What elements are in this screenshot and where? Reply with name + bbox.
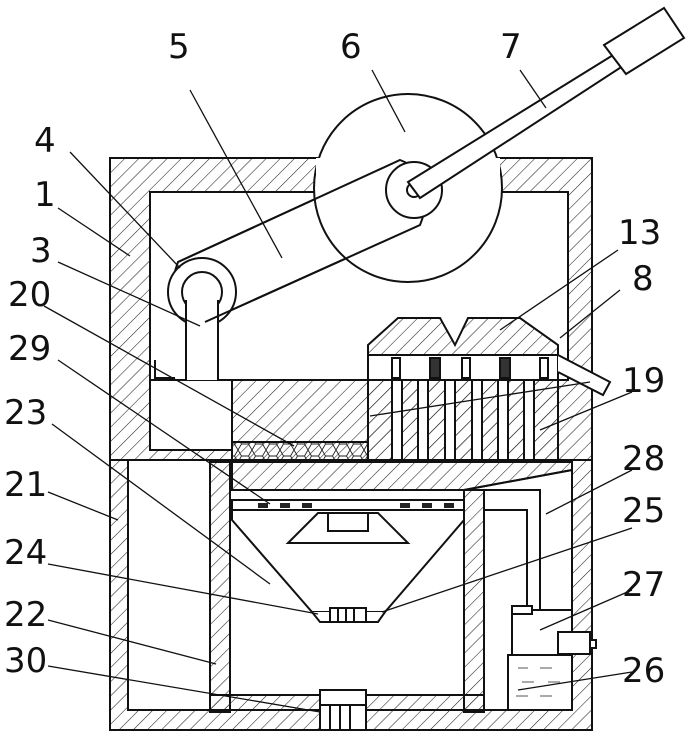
label-7: 7 (500, 27, 522, 67)
label-5: 5 (168, 27, 190, 67)
label-1: 1 (34, 175, 56, 215)
label-29: 29 (8, 329, 51, 369)
funnel-outlet (330, 608, 366, 622)
label-25: 25 (622, 491, 665, 531)
label-28: 28 (622, 439, 665, 479)
label-19: 19 (622, 361, 665, 401)
label-20: 20 (8, 275, 51, 315)
label-6: 6 (340, 27, 362, 67)
label-23: 23 (4, 393, 47, 433)
inner-wall-left (210, 462, 230, 712)
hex-mesh (232, 442, 368, 460)
inner-wall-right (464, 490, 484, 712)
label-22: 22 (4, 595, 47, 635)
label-26: 26 (622, 651, 665, 691)
bottom-outlet (320, 690, 366, 730)
label-13: 13 (618, 213, 661, 253)
label-8: 8 (632, 259, 654, 299)
label-24: 24 (4, 533, 47, 573)
label-4: 4 (34, 121, 56, 161)
pipe (484, 490, 540, 610)
label-30: 30 (4, 641, 47, 681)
label-27: 27 (622, 565, 665, 605)
top-guide-plate (232, 462, 572, 490)
label-21: 21 (4, 465, 47, 505)
label-3: 3 (30, 231, 52, 271)
